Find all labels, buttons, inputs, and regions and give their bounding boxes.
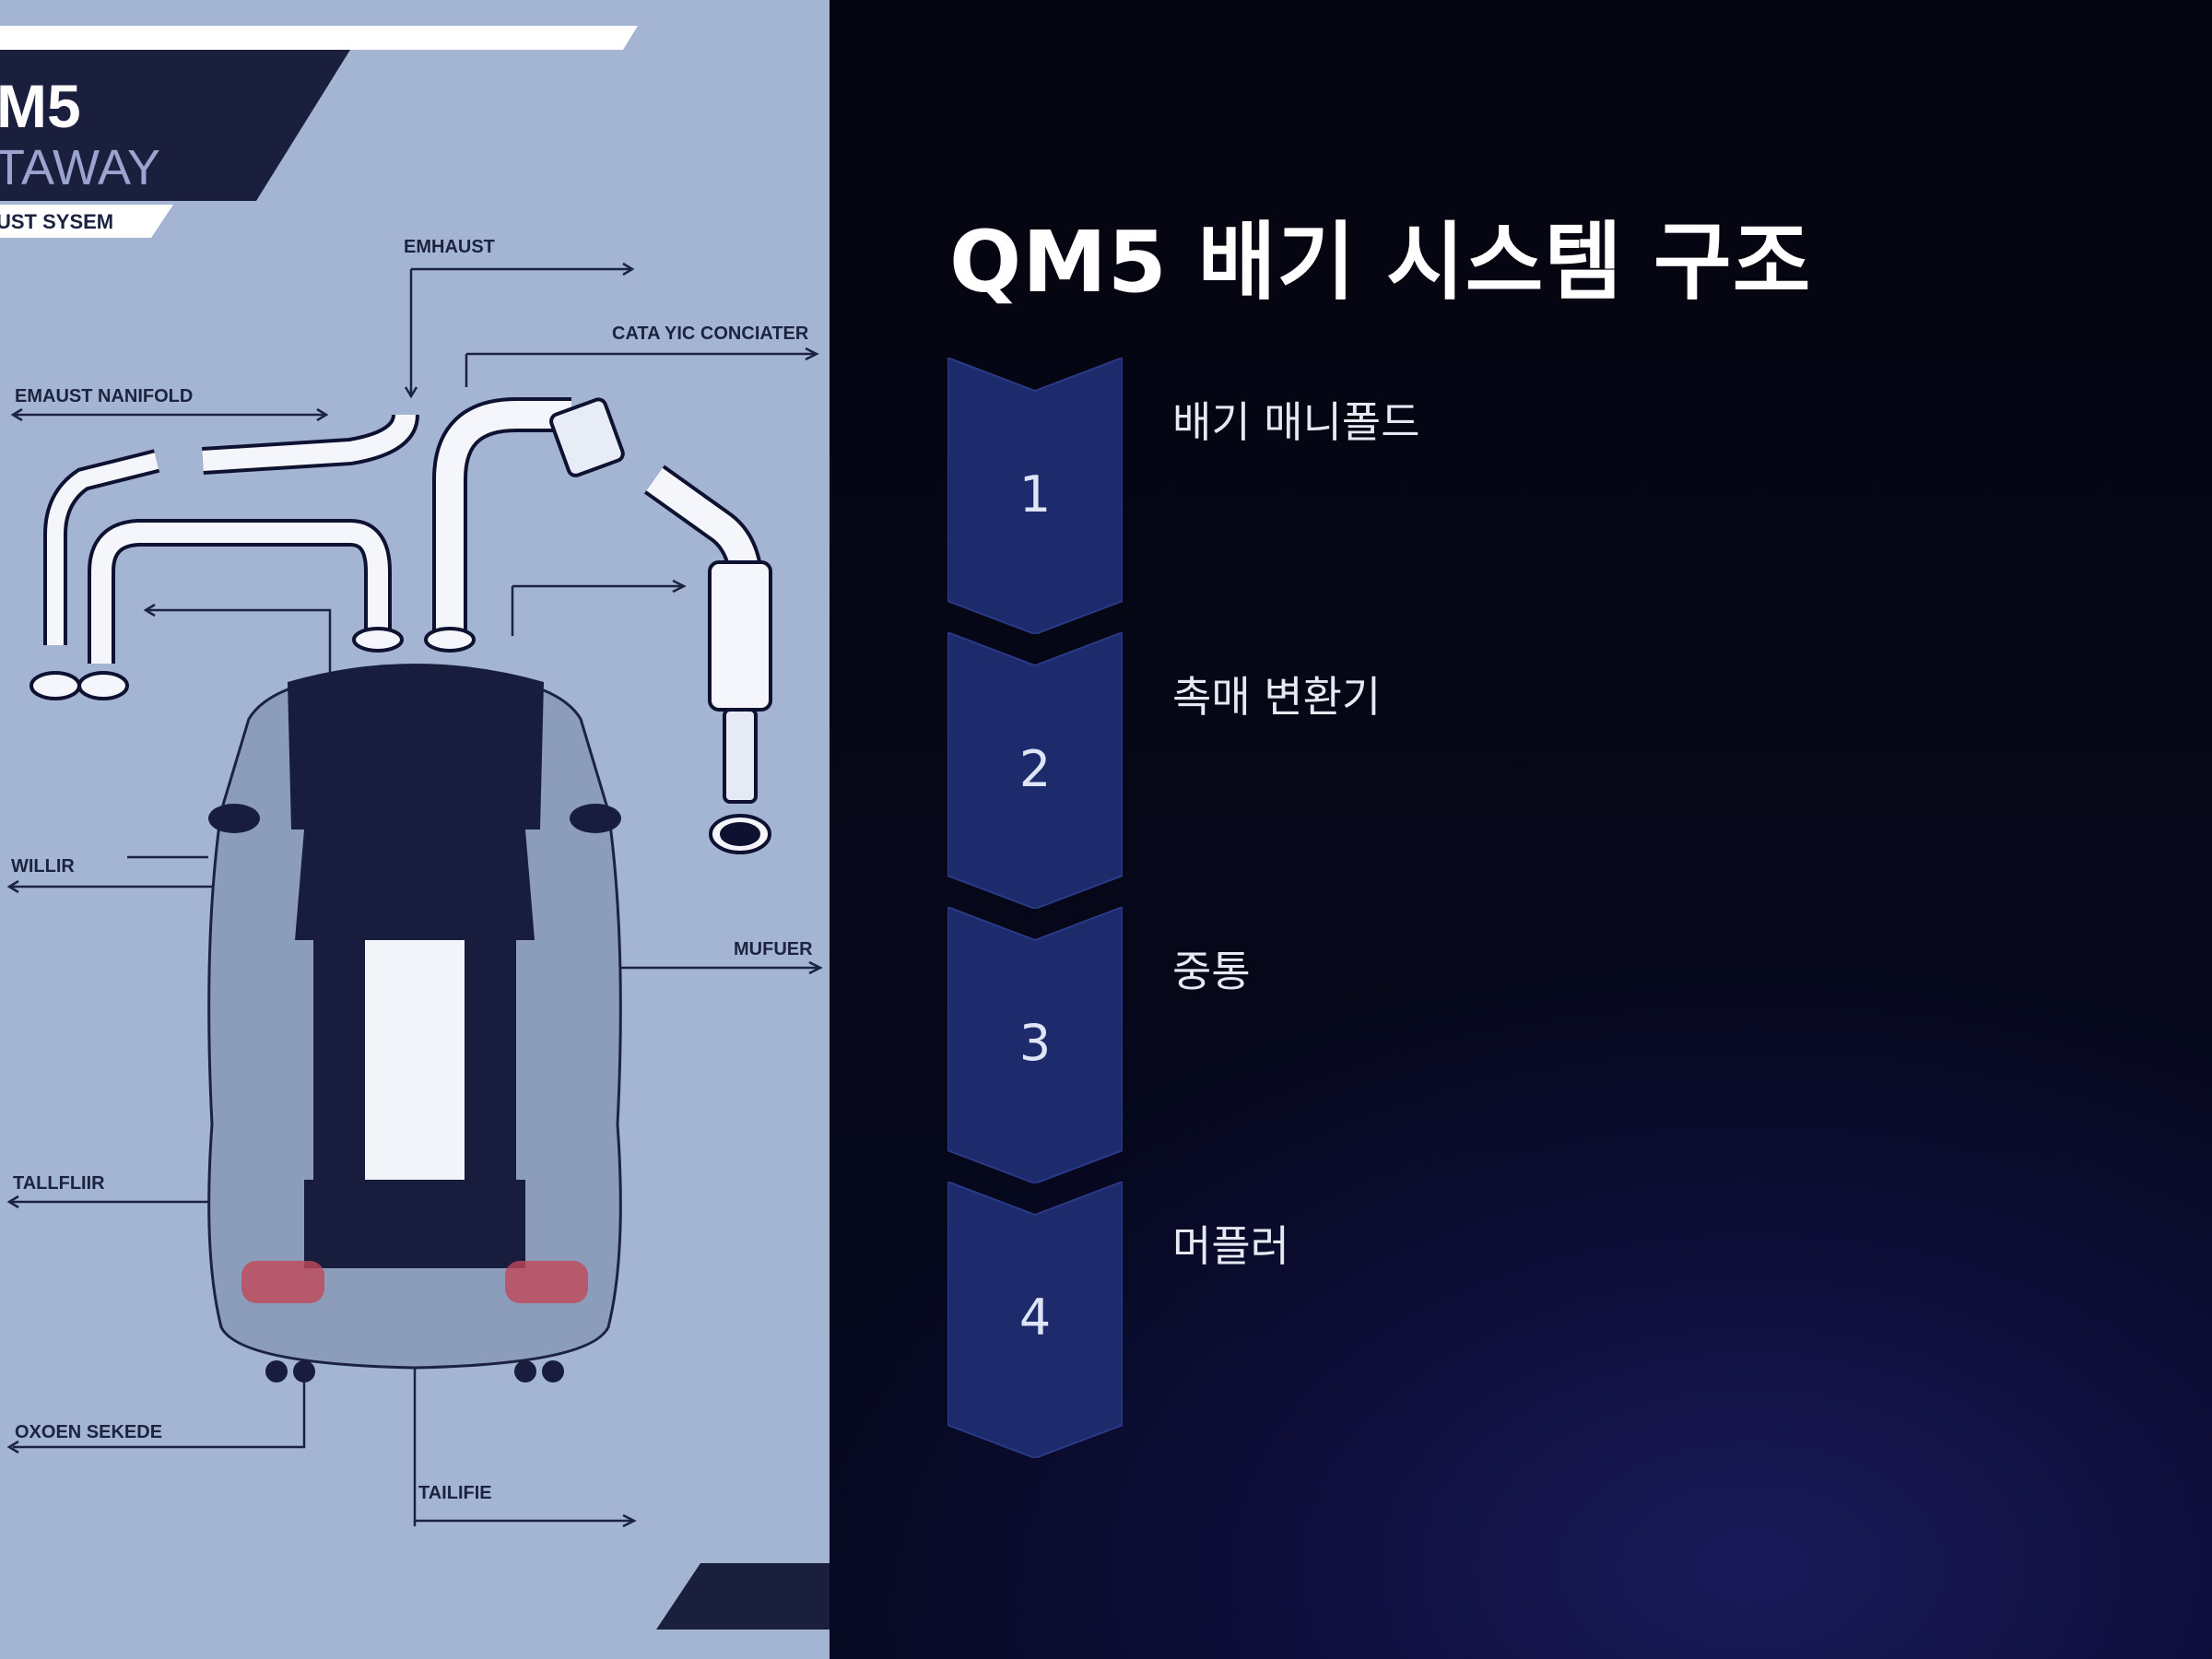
leader-lines (6, 262, 823, 1528)
step-2-label: 촉매 변환기 (1172, 672, 1382, 722)
label-willir: WILLIR (11, 856, 75, 877)
slide-title: QM5 배기 시스템 구조 (949, 213, 1812, 312)
label-tailfie: TAILIFIE (418, 1483, 492, 1503)
step-4-number: 4 (1018, 1288, 1052, 1347)
exhaust-pipes (29, 397, 772, 854)
step-1-number: 1 (1018, 465, 1052, 524)
step-3-chevron (947, 907, 1123, 1183)
banner-top-stripe (0, 26, 638, 50)
exhaust-diagram: M5 TAWAY UST SYSEM EMHAUST CATA YIC CONC… (0, 26, 830, 1630)
label-catalytic: CATA YIC CONCIATER (612, 324, 809, 344)
label-oxygen: OXOEN SEKEDE (15, 1422, 162, 1442)
step-3-number: 3 (1018, 1014, 1052, 1072)
banner-sub: UST SYSEM (0, 210, 113, 233)
label-tailflir: TALLFLIIR (13, 1173, 105, 1194)
step-1-chevron (947, 358, 1123, 634)
step-2-number: 2 (1018, 740, 1052, 798)
step-2-chevron (947, 632, 1123, 909)
banner-line2: TAWAY (0, 140, 160, 195)
label-manifold: EMAUST NANIFOLD (15, 386, 193, 406)
banner-line1: M5 (0, 72, 81, 140)
step-3-label: 중통 (1172, 947, 1251, 996)
corner-decoration (656, 1563, 830, 1630)
step-1-label: 배기 매니폴드 (1172, 397, 1420, 447)
label-mufuer: MUFUER (734, 939, 813, 959)
label-exhaust: EMHAUST (404, 237, 495, 257)
car-body (207, 664, 622, 1382)
banner-sub-strip (0, 205, 173, 238)
exhaust-diagram-panel: M5 TAWAY UST SYSEM EMHAUST CATA YIC CONC… (0, 0, 830, 1659)
step-4-label: 머플러 (1172, 1221, 1289, 1271)
step-4-chevron (947, 1182, 1123, 1458)
banner-dark (0, 50, 350, 201)
